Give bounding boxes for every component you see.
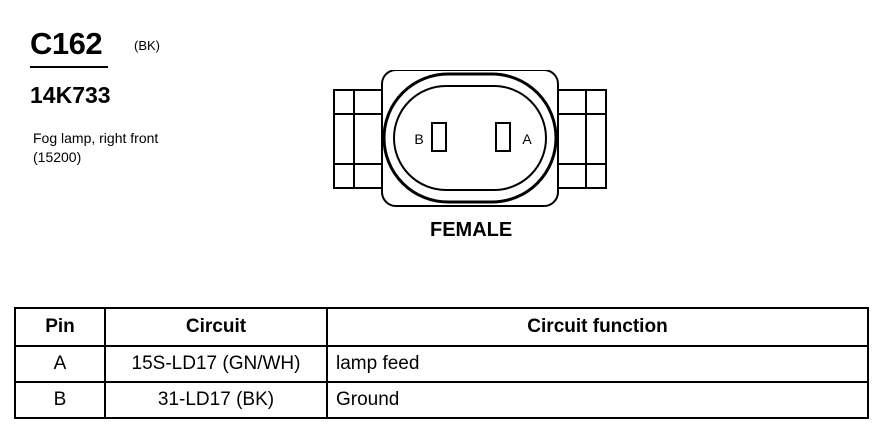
pin-label-a: A <box>522 131 532 147</box>
table-row: B 31-LD17 (BK) Ground <box>14 381 869 419</box>
connector-shroud-outer <box>382 72 558 204</box>
connector-shroud-inner <box>393 85 547 191</box>
connector-color-code: (BK) <box>134 38 160 53</box>
pin-table: Pin Circuit Circuit function A 15S-LD17 … <box>14 307 869 419</box>
connector-id: C162 <box>30 26 103 61</box>
cell-function: Ground <box>326 381 869 419</box>
right-latch-tab <box>557 89 607 189</box>
header-pin: Pin <box>14 307 106 347</box>
part-number: 14K733 <box>30 82 111 108</box>
connector-description: Fog lamp, right front (15200) <box>33 129 158 167</box>
cell-pin: A <box>14 345 106 383</box>
header-circuit-function: Circuit function <box>326 307 869 347</box>
pin-label-b: B <box>414 131 423 147</box>
pin-a-cavity <box>495 122 511 152</box>
cell-function: lamp feed <box>326 345 869 383</box>
cell-pin: B <box>14 381 106 419</box>
table-header-row: Pin Circuit Circuit function <box>14 307 869 347</box>
description-line: (15200) <box>33 149 82 165</box>
table-row: A 15S-LD17 (GN/WH) lamp feed <box>14 345 869 383</box>
cell-circuit: 31-LD17 (BK) <box>104 381 328 419</box>
connector-gender-label: FEMALE <box>430 219 513 241</box>
left-latch-tab <box>333 89 383 189</box>
pin-b-cavity <box>431 122 447 152</box>
header-circuit: Circuit <box>104 307 328 347</box>
description-line: Fog lamp, right front <box>33 130 159 146</box>
connector-id-underline <box>30 66 108 68</box>
cell-circuit: 15S-LD17 (GN/WH) <box>104 345 328 383</box>
connector-face-diagram: B A <box>333 70 607 207</box>
